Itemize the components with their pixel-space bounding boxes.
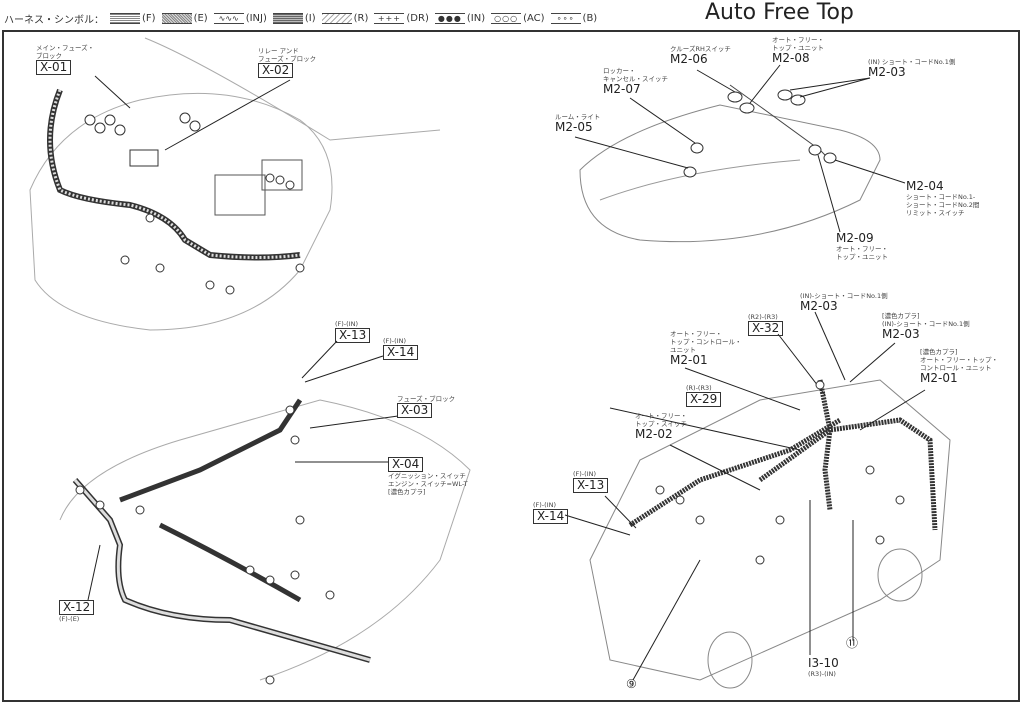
callout-m2-09: M2-09 オート・フリー・ トップ・ユニット: [836, 231, 888, 262]
legend-item-e: (E): [161, 12, 208, 24]
connector-label-m2-03-upper[interactable]: M2-03: [800, 299, 838, 313]
connector-label-x-02[interactable]: X-02: [258, 63, 294, 78]
connector-label-m2-04[interactable]: M2-04: [906, 179, 944, 193]
ground-point-11: ⑪: [846, 634, 858, 651]
callout-i3-10: I3-10 (R3)-(IN): [808, 656, 839, 679]
callout-m2-08: オート・フリー・ トップ・ユニット M2-08: [772, 36, 824, 65]
callout-x-29: (R)-(R3) X-29: [686, 384, 722, 407]
callout-x-13-body: (F)-(IN) X-13: [573, 470, 609, 493]
callout-x-14-interior: (F)-(IN) X-14: [383, 337, 419, 360]
fine-hatch-icon: [110, 12, 140, 24]
callout-m2-04: M2-04 ショート・コードNo.1- ショート・コードNo.2間 リミット・ス…: [906, 179, 980, 218]
connector-label-x-03[interactable]: X-03: [397, 403, 433, 418]
callout-m2-07: ロッカー・ キャンセル・スイッチ M2-07: [603, 67, 668, 96]
callout-m2-03-upper: (IN)-ショート・コードNo.1側 M2-03: [800, 292, 888, 313]
plus-icon: +++: [374, 12, 405, 24]
connector-label-m2-08[interactable]: M2-08: [772, 51, 810, 65]
harness-symbol-legend: ハーネス・シンボル： (F) (E) ∿∿∿(INJ) (I) (R) +++(…: [4, 8, 603, 28]
legend-item-f: (F): [110, 12, 156, 24]
connector-label-m2-01-right[interactable]: M2-01: [920, 371, 958, 385]
connector-label-m2-02[interactable]: M2-02: [635, 427, 673, 441]
cross-hatch-icon: [161, 12, 192, 24]
diagonal-hatch-icon: [321, 12, 352, 24]
connector-label-x-01[interactable]: X-01: [36, 60, 72, 75]
vehicle-body-drawing: [564, 311, 951, 689]
connector-label-m2-05[interactable]: M2-05: [555, 120, 593, 134]
legend-label: ハーネス・シンボル：: [4, 14, 104, 26]
callout-x-14-body: (F)-(IN) X-14: [533, 501, 569, 524]
callout-m2-03-dark: [濃色カプラ] (IN)-ショート・コードNo.1側 M2-03: [882, 312, 970, 341]
connector-label-x-04[interactable]: X-04: [388, 457, 424, 472]
connector-label-m2-01-left[interactable]: M2-01: [670, 353, 708, 367]
connector-label-x-14-interior[interactable]: X-14: [383, 345, 419, 360]
callout-m2-02: オート・フリー・ トップ・スイッチ M2-02: [635, 412, 687, 441]
open-circles-icon: ○○○: [491, 12, 522, 24]
small-circles-icon: ∘∘∘: [550, 12, 581, 24]
connector-label-x-13-interior[interactable]: X-13: [335, 328, 371, 343]
legend-item-in: ●●●(IN): [434, 12, 485, 24]
connector-label-m2-06[interactable]: M2-06: [670, 52, 708, 66]
connector-label-m2-03-dark[interactable]: M2-03: [882, 327, 920, 341]
connector-label-x-12[interactable]: X-12: [59, 600, 95, 615]
ground-point-9: ⑨: [626, 677, 637, 691]
ground-point-11-label[interactable]: ⑪: [846, 636, 859, 650]
callout-x-04: X-04 イグニッション・スイッチ エンジン・スイッチ=WL-T [濃色カプラ]: [388, 457, 468, 496]
legend-item-inj: ∿∿∿(INJ): [213, 12, 267, 24]
callout-x-13-interior: (F)-(IN) X-13: [335, 320, 371, 343]
callout-m2-05: ルーム・ライト M2-05: [555, 113, 601, 134]
engine-bay-drawing: [29, 37, 441, 331]
connector-label-m2-03-roof[interactable]: M2-03: [868, 65, 906, 79]
callout-m2-03-roof: (IN) ショート・コードNo.1側 M2-03: [868, 58, 956, 79]
dense-hatch-icon: [272, 12, 303, 24]
connector-label-x-14-body[interactable]: X-14: [533, 509, 569, 524]
connector-label-m2-09[interactable]: M2-09: [836, 231, 874, 245]
filled-dots-icon: ●●●: [434, 12, 465, 24]
legend-item-b: ∘∘∘(B): [550, 12, 597, 24]
callout-x-32: (R2)-(R3) X-32: [748, 313, 784, 336]
page-title: Auto Free Top: [705, 0, 854, 25]
connector-label-i3-10[interactable]: I3-10: [808, 656, 839, 670]
roof-drawing: [574, 64, 906, 243]
connector-label-x-32[interactable]: X-32: [748, 321, 784, 336]
wave-icon: ∿∿∿: [213, 12, 244, 24]
callout-m2-06: クルーズRHスイッチ M2-06: [670, 45, 731, 66]
legend-item-ac: ○○○(AC): [491, 12, 545, 24]
callout-x-12: X-12 (F)-(E): [59, 600, 95, 623]
ground-point-9-label[interactable]: ⑨: [626, 677, 637, 691]
callout-x-01: メイン・フューズ・ ブロック X-01: [36, 44, 95, 75]
callout-x-02: リレー アンド フューズ・ブロック X-02: [258, 47, 317, 78]
legend-item-r: (R): [321, 12, 368, 24]
connector-label-x-29[interactable]: X-29: [686, 392, 722, 407]
connector-label-x-13-body[interactable]: X-13: [573, 478, 609, 493]
callout-x-03: フューズ・ブロック X-03: [397, 395, 456, 418]
connector-label-m2-07[interactable]: M2-07: [603, 82, 641, 96]
interior-drawing: [59, 340, 471, 685]
callout-m2-01-right: [濃色カプラ] オート・フリー・トップ・ コントロール・ユニット M2-01: [920, 348, 998, 385]
callout-m2-01-left: オート・フリー・ トップ・コントロール・ ユニット M2-01: [670, 330, 742, 367]
legend-item-dr: +++(DR): [374, 12, 429, 24]
legend-item-i: (I): [272, 12, 316, 24]
diagram-frame: [2, 30, 1020, 702]
